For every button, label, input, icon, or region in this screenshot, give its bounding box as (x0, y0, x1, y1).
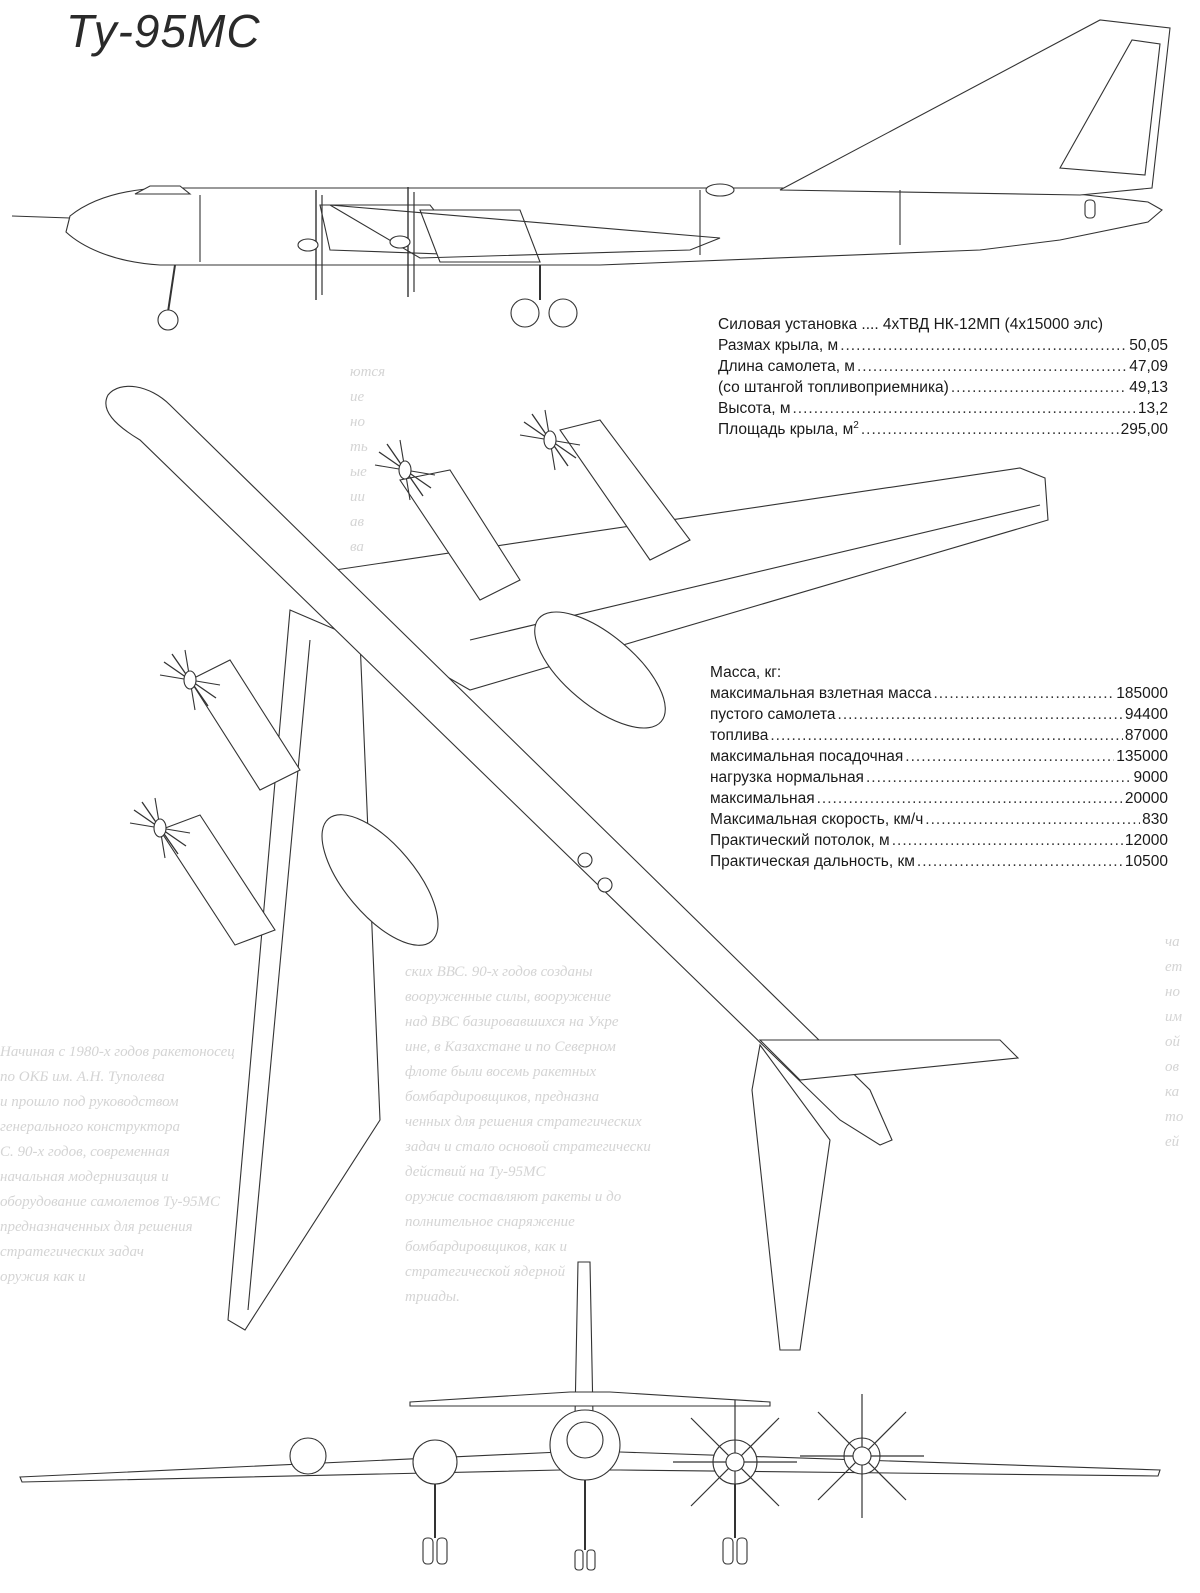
spec-label: (со штангой топливоприемника) (718, 379, 949, 396)
page-title: Ту-95МС (66, 5, 261, 57)
spec-value: 49,13 (1129, 379, 1168, 396)
spec-value: 9000 (1133, 769, 1168, 786)
spec-row: максимальная взлетная масса 185000 (710, 683, 1168, 704)
spec-value: 295,00 (1120, 421, 1168, 438)
spec-label: Высота, м (718, 400, 791, 417)
spec-label: пустого самолета (710, 706, 836, 723)
front-view (20, 1262, 1160, 1570)
spec-row: Максимальная скорость, км/ч 830 (710, 809, 1168, 830)
spec-label: максимальная (710, 790, 815, 807)
leader-dots (917, 851, 1123, 872)
spec-value: 830 (1142, 811, 1168, 828)
spec-value: 12000 (1124, 832, 1168, 849)
spec-label: топлива (710, 727, 769, 744)
spec-label: Длина самолета, м (718, 358, 855, 375)
spec-label: Размах крыла, м (718, 337, 839, 354)
spec-value: 47,09 (1129, 358, 1168, 375)
leader-dots (951, 377, 1127, 398)
leader-dots (840, 335, 1127, 356)
leader-dots (933, 683, 1114, 704)
leader-dots (857, 356, 1127, 377)
spec-dimensions: Силовая установка .... 4хТВД НК-12МП (4х… (714, 310, 1174, 444)
spec-value: 10500 (1124, 853, 1168, 870)
spec-value: 135000 (1116, 748, 1168, 765)
spec-row: максимальная посадочная 135000 (710, 746, 1168, 767)
spec-row: нагрузка нормальная 9000 (710, 767, 1168, 788)
spec-label: Площадь крыла, м2 (718, 419, 859, 440)
leader-dots (866, 767, 1132, 788)
spec-row: Длина самолета, м 47,09 (718, 356, 1168, 377)
spec-value: 50,05 (1129, 337, 1168, 354)
spec-label: Практический потолок, м (710, 832, 890, 849)
leader-dots (817, 788, 1123, 809)
spec-label-text: Площадь крыла, м (718, 421, 854, 438)
spec-label: Практическая дальность, км (710, 853, 915, 870)
spec-label: нагрузка нормальная (710, 769, 864, 786)
mass-heading: Масса, кг: (710, 664, 782, 681)
spec-value: 185000 (1116, 685, 1168, 702)
leader-dots (905, 746, 1114, 767)
power-plant-row: Силовая установка .... 4хТВД НК-12МП (4х… (718, 316, 1104, 333)
spec-label: Максимальная скорость, км/ч (710, 811, 924, 828)
spec-row: Практическая дальность, км 10500 (710, 851, 1168, 872)
spec-value: 87000 (1124, 727, 1168, 744)
spec-row: пустого самолета 94400 (710, 704, 1168, 725)
spec-row: (со штангой топливоприемника) 49,13 (718, 377, 1168, 398)
plan-view (106, 386, 1048, 1350)
spec-row: Высота, м 13,2 (718, 398, 1168, 419)
spec-value: 20000 (1124, 790, 1168, 807)
spec-label: максимальная посадочная (710, 748, 904, 765)
spec-value: 94400 (1124, 706, 1168, 723)
spec-label: максимальная взлетная масса (710, 685, 932, 702)
spec-row: максимальная 20000 (710, 788, 1168, 809)
leader-dots (793, 398, 1136, 419)
leader-dots (838, 704, 1123, 725)
leader-dots (861, 419, 1119, 440)
unit-superscript: 2 (853, 419, 859, 431)
leader-dots (770, 725, 1123, 746)
leader-dots (925, 809, 1140, 830)
side-view (12, 20, 1170, 330)
spec-mass-performance: Масса, кг: максимальная взлетная масса 1… (706, 658, 1174, 876)
spec-row: Площадь крыла, м2 295,00 (718, 419, 1168, 440)
spec-row: Размах крыла, м 50,05 (718, 335, 1168, 356)
spec-row: топлива 87000 (710, 725, 1168, 746)
leader-dots (892, 830, 1123, 851)
spec-row: Практический потолок, м 12000 (710, 830, 1168, 851)
spec-value: 13,2 (1137, 400, 1168, 417)
